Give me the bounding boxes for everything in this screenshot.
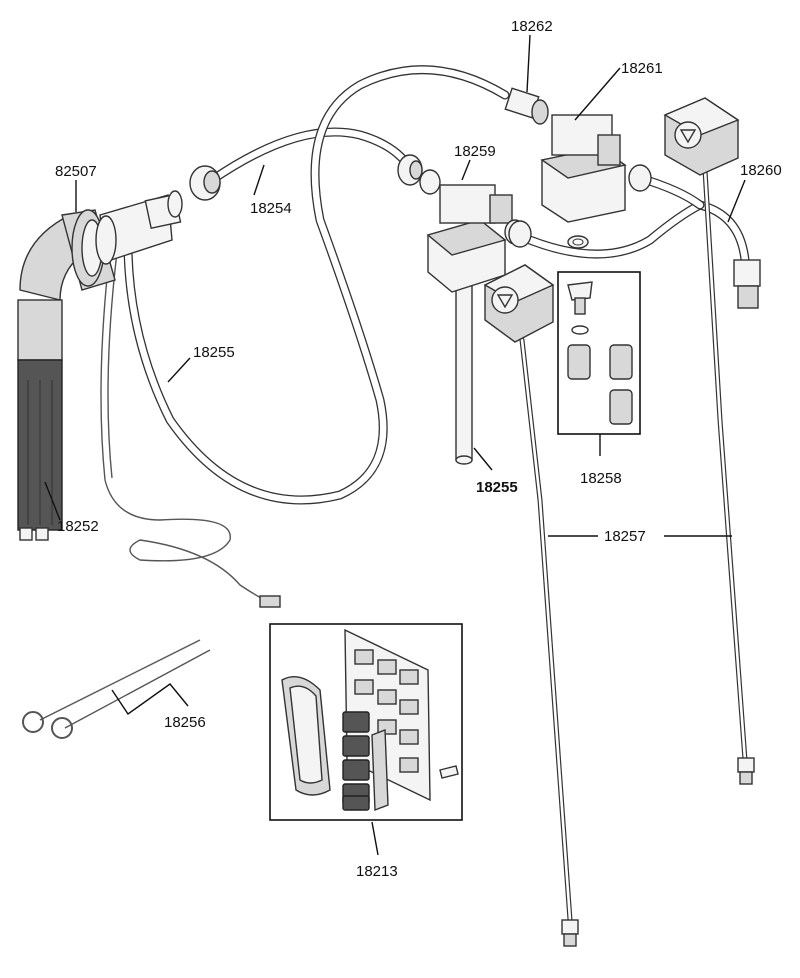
fitting-brass xyxy=(95,190,183,265)
panel-cutouts xyxy=(354,649,419,773)
nut-18254 xyxy=(189,165,221,201)
label-18258: 18258 xyxy=(580,470,622,487)
label-18255-bold: 18255 xyxy=(476,479,518,496)
label-82507: 82507 xyxy=(55,163,97,180)
label-18255-top: 18255 xyxy=(193,344,235,361)
label-18256: 18256 xyxy=(164,714,206,731)
leader-lines xyxy=(44,34,746,856)
cable-plug-right-tip xyxy=(739,771,753,785)
manifold-fittings xyxy=(508,164,761,309)
connector-plug-left xyxy=(483,264,555,343)
tube-18254 xyxy=(207,127,415,185)
cable-plug-right xyxy=(737,757,755,773)
rocker-switches xyxy=(342,711,389,812)
wire-connector xyxy=(259,595,281,608)
label-18260: 18260 xyxy=(740,162,782,179)
label-18261: 18261 xyxy=(621,60,663,77)
label-18252: 18252 xyxy=(57,518,99,535)
switch-panel-18213 xyxy=(269,623,463,821)
tube-18255-loop xyxy=(123,65,510,505)
wire-pair-18256 xyxy=(22,639,211,739)
cable-plug-left xyxy=(561,919,579,935)
solenoid-valve-18261 xyxy=(540,114,627,249)
cable-18257-left xyxy=(519,337,573,923)
wire-loop-left xyxy=(100,249,266,601)
label-18213: 18213 xyxy=(356,863,398,880)
label-18257: 18257 xyxy=(604,528,646,545)
connector-plug-right xyxy=(663,97,740,176)
label-18259: 18259 xyxy=(454,143,496,160)
fitting-18262 xyxy=(504,87,549,125)
kit-18258 xyxy=(557,271,641,435)
label-18254: 18254 xyxy=(250,200,292,217)
cable-plug-left-tip xyxy=(563,933,577,947)
nut-18259-inlet xyxy=(397,154,423,186)
drain-tube xyxy=(455,279,473,465)
cable-18257-right xyxy=(702,167,748,763)
label-18262: 18262 xyxy=(511,18,553,35)
